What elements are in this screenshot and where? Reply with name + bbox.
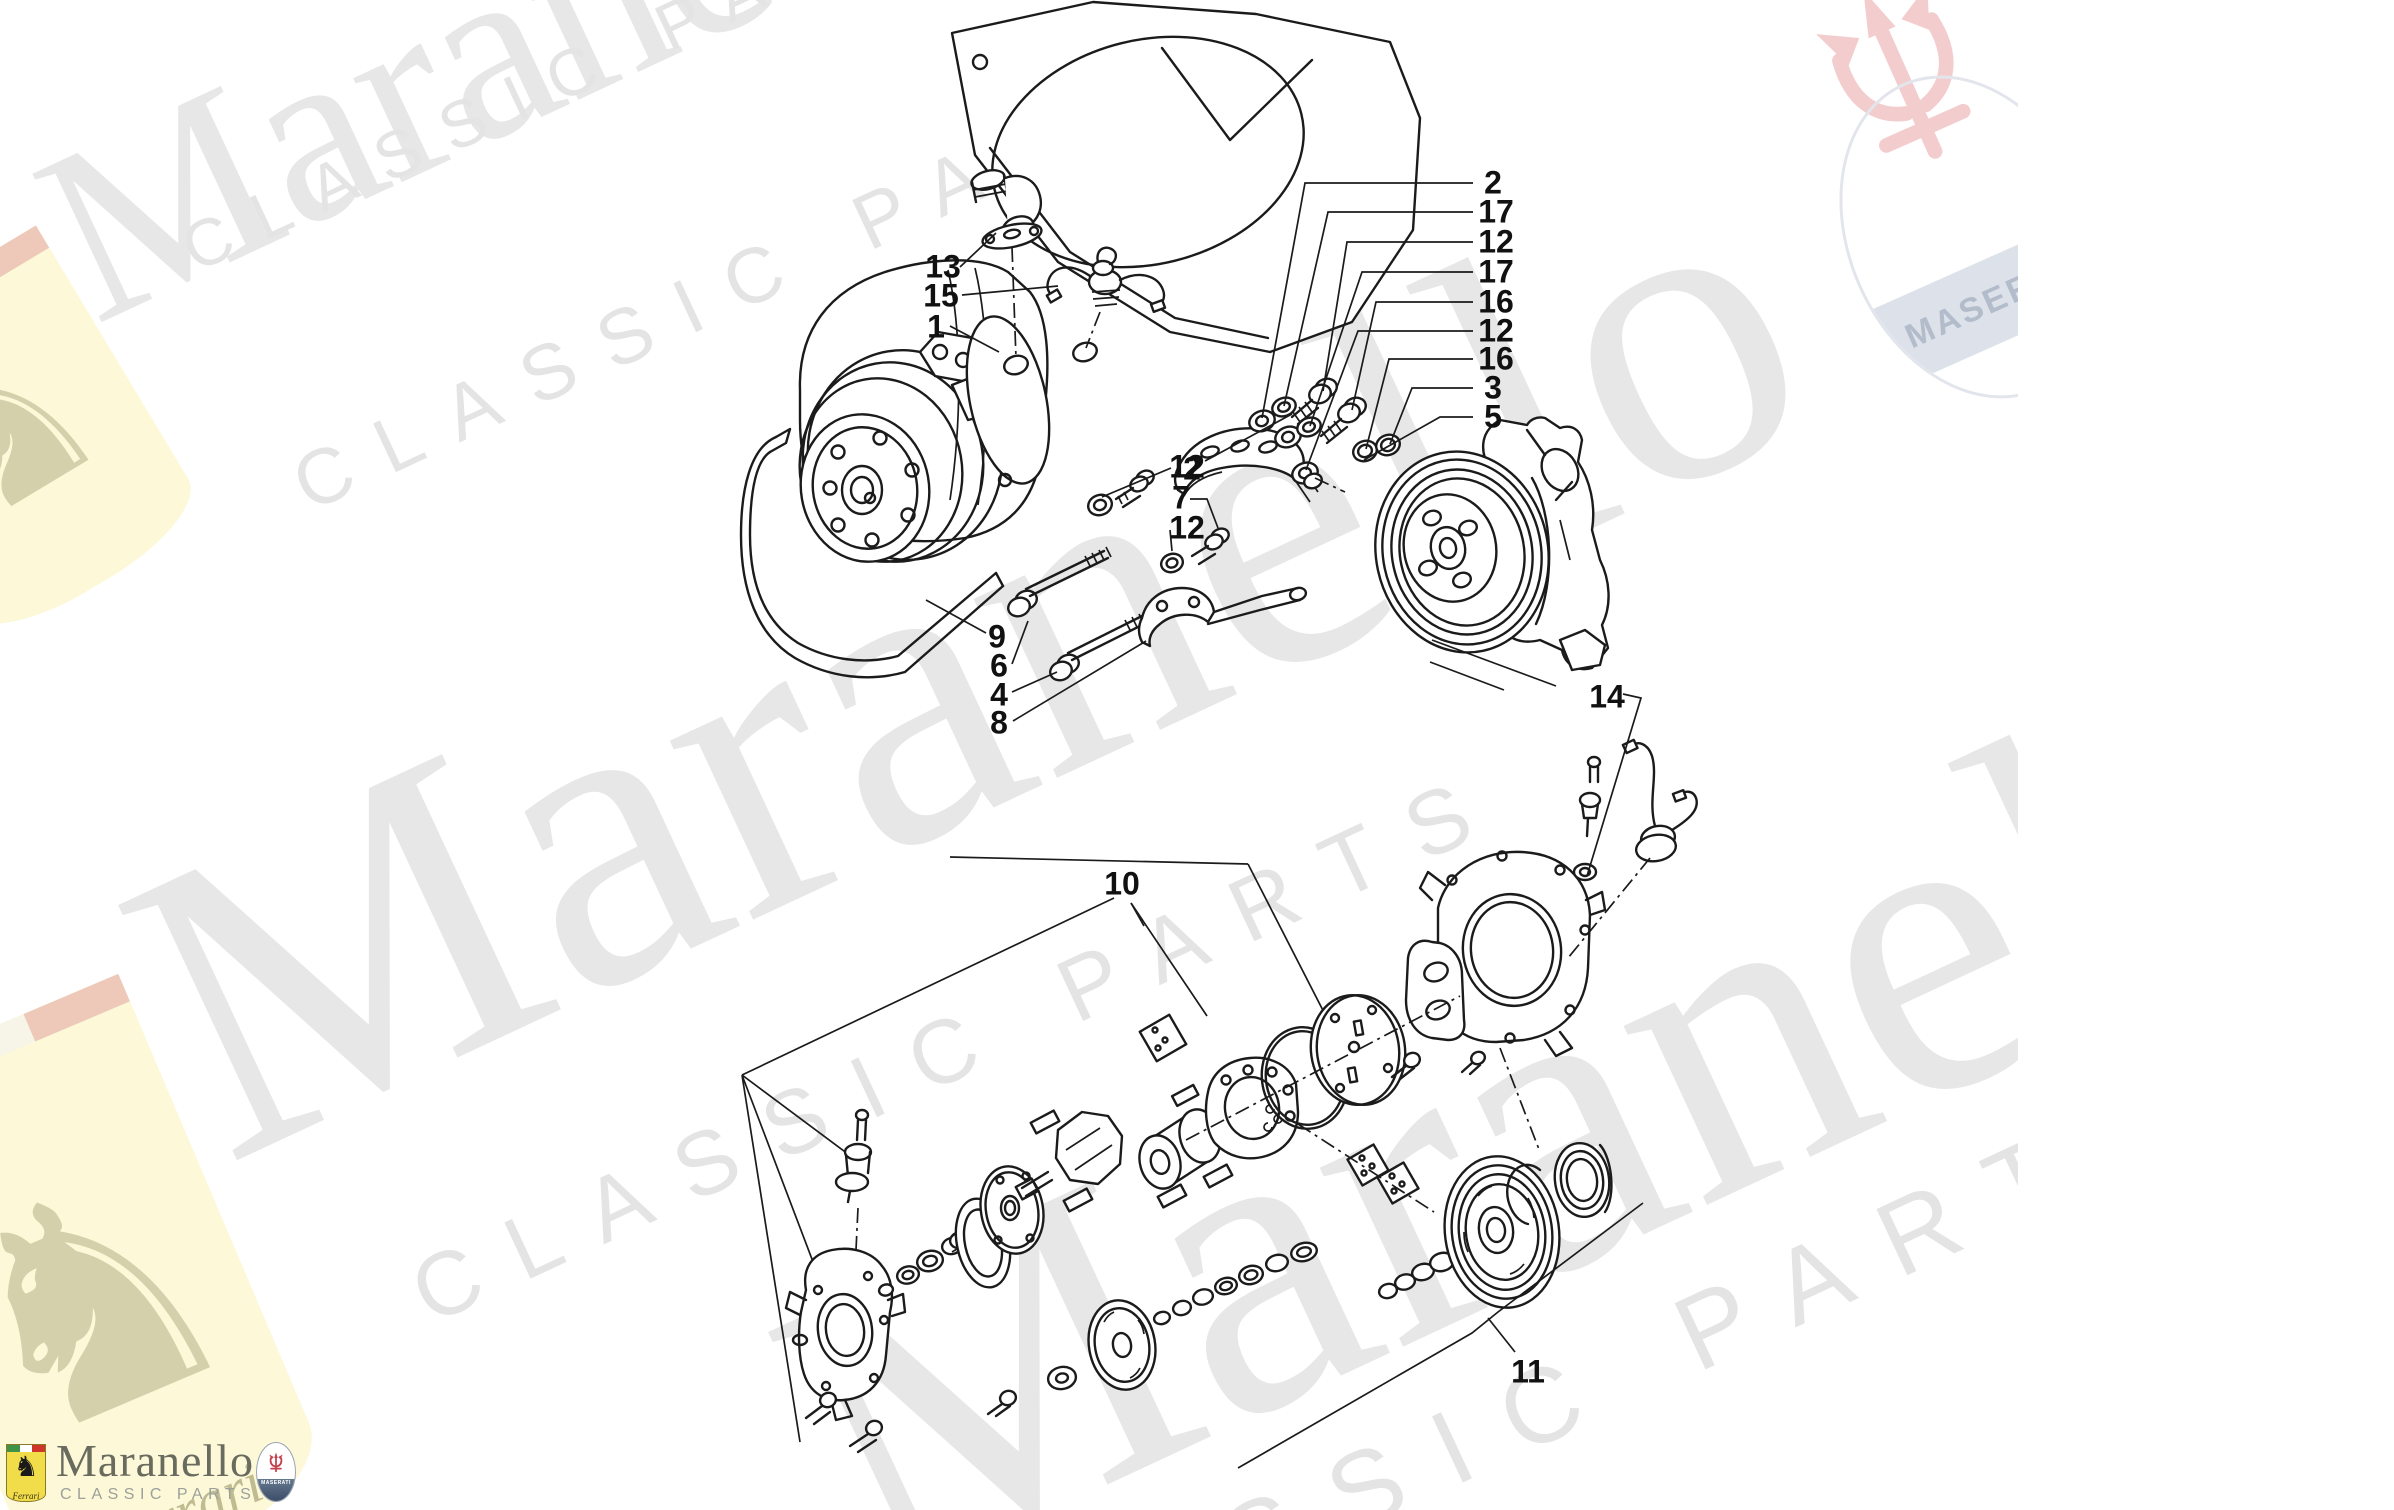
valve-plate-front xyxy=(1138,1013,1188,1063)
ferrari-shield-logo: ♞ Ferrari xyxy=(6,1444,46,1502)
rear-housing xyxy=(1404,850,1607,1076)
front-head-casting xyxy=(784,1247,907,1454)
callout-5: 5 xyxy=(1484,398,1502,435)
callout-3: 3 xyxy=(1484,369,1502,406)
maserati-badge-watermark: MASERATI xyxy=(1733,0,2018,450)
service-valve-parts xyxy=(1572,738,1698,882)
long-bolts-and-clamp xyxy=(1007,469,1308,682)
callout-1: 1 xyxy=(927,308,945,345)
cylinder-block xyxy=(1204,1056,1300,1160)
trident-icon xyxy=(1816,0,1971,159)
callout-12: 12 xyxy=(1169,448,1205,485)
swash-plate-rotor xyxy=(1014,1083,1234,1213)
mounting-bracket xyxy=(1173,427,1319,503)
callout-2: 2 xyxy=(1484,164,1502,201)
callout-11: 11 xyxy=(1511,1353,1545,1390)
clutch-pulley-group xyxy=(986,1141,1613,1418)
valve-plates-rear xyxy=(1346,1143,1420,1205)
maserati-badge-logo: MASERATI xyxy=(256,1442,296,1502)
callout-15: 15 xyxy=(923,277,959,314)
rear-plate-disc xyxy=(1309,993,1422,1107)
callout-14: 14 xyxy=(1589,678,1625,715)
callout-2: 2 xyxy=(1183,450,1201,487)
callout-17: 17 xyxy=(1478,253,1514,290)
callout-8: 8 xyxy=(990,704,1008,741)
centerlines xyxy=(855,246,1651,1251)
elbow-fitting xyxy=(970,169,1043,250)
callout-13: 13 xyxy=(925,248,961,285)
engine-cover xyxy=(950,0,1422,354)
callout-16: 16 xyxy=(1478,340,1514,377)
callout-12: 12 xyxy=(1478,223,1514,260)
callout-7: 7 xyxy=(1172,479,1190,516)
callout-10: 10 xyxy=(1104,865,1140,902)
washer-stack xyxy=(877,1165,1045,1297)
callout-12: 12 xyxy=(1169,509,1205,546)
callout-6: 6 xyxy=(990,647,1008,684)
pressure-switch-wire xyxy=(1045,246,1167,314)
maserati-band: MASERATI xyxy=(257,1479,295,1501)
leader-lines xyxy=(925,182,1644,1469)
maranello-classic-parts-logo: ♞ Ferrari Maranello CLASSIC PARTS MASERA… xyxy=(0,1420,320,1510)
construction-lines xyxy=(741,856,1333,1443)
ferrari-label: Ferrari xyxy=(12,1491,40,1501)
shaft-seal-parts xyxy=(834,1108,873,1263)
callout-17: 17 xyxy=(1478,193,1514,230)
trident-icon xyxy=(269,1452,283,1473)
italian-flag-stripe xyxy=(7,1445,45,1452)
callout-16: 16 xyxy=(1478,283,1514,320)
drive-belt xyxy=(739,427,1005,679)
brand-wordmark: Maranello xyxy=(56,1435,255,1486)
exploded-diagram xyxy=(739,0,1698,1469)
crank-pulley xyxy=(1374,450,1557,691)
callout-12: 12 xyxy=(1478,312,1514,349)
callout-4: 4 xyxy=(990,676,1008,713)
callout-9: 9 xyxy=(988,618,1006,655)
scan-area: Maranello CLASSIC PARTS CLASSIC PARTS Ma… xyxy=(0,0,2018,1510)
prancing-horse-icon: ♞ xyxy=(13,1450,39,1483)
brand-tagline: CLASSIC PARTS xyxy=(60,1486,257,1503)
